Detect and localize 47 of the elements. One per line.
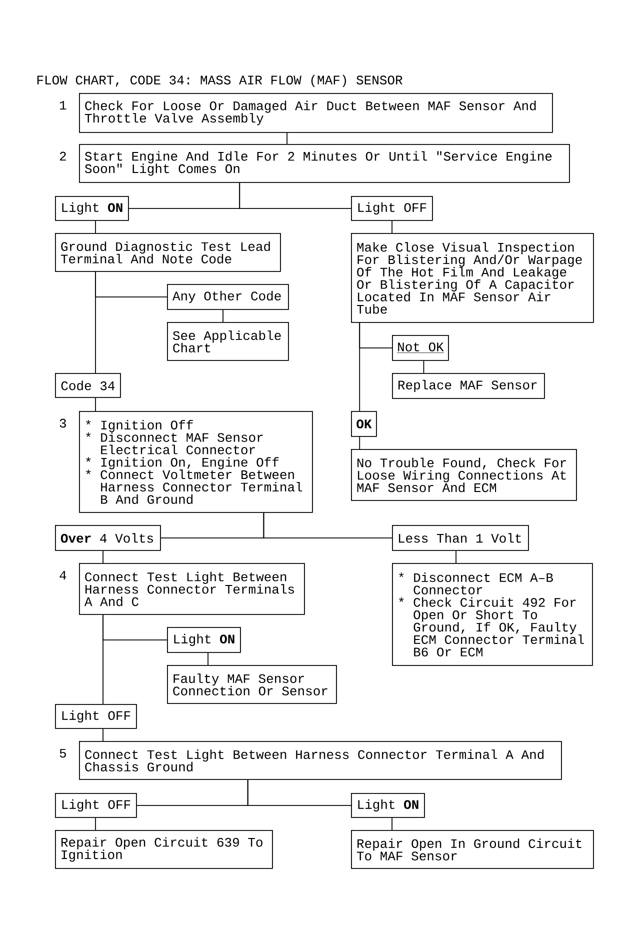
action-box: Faulty MAF Sensor Connection Or Sensor <box>167 665 337 704</box>
step-box: * Ignition Off * Disconnect MAF Sensor Electrical Connector * Ignition On, Engine Off * Connect Voltmeter Between Harness Connector Terminal B And Ground <box>79 411 313 513</box>
action-box: Make Close Visual Inspection For Blistering And/Or Warpage Of The Hot Film And Leakage Or Blistering Of A Capacitor Located In MAF Sensor Air Tube <box>351 233 594 323</box>
condition-box: Light ON <box>55 196 129 221</box>
connector-line <box>263 512 392 538</box>
step-number: 2 <box>60 152 66 160</box>
connector-line <box>95 397 96 412</box>
condition-box: Code 34 <box>55 373 121 398</box>
action-box: Replace MAF Sensor <box>392 373 545 399</box>
condition-box: Any Other Code <box>167 284 289 310</box>
connector-line <box>222 309 224 322</box>
step-box: Connect Test Light Between Harness Connector Terminals A And C <box>79 563 305 615</box>
action-box: See Applicable Chart <box>167 322 289 361</box>
connector-line <box>95 220 96 234</box>
connector-line <box>102 550 104 564</box>
step-number: 5 <box>60 748 66 758</box>
step-box: Start Engine And Idle For 2 Minutes Or Until "Service Engine Soon" Light Comes On <box>79 144 570 183</box>
connector-line <box>286 132 288 144</box>
action-box: Repair Open In Ground Circuit To MAF Sensor <box>351 830 594 869</box>
connector-line <box>102 728 104 742</box>
condition-box: Light OFF <box>55 793 137 818</box>
condition-box: Light OFF <box>55 704 137 729</box>
step-number: 1 <box>60 100 66 110</box>
connector-line <box>247 779 352 806</box>
action-box: Repair Open Circuit 639 To Ignition <box>55 830 273 869</box>
step-box: Check For Loose Or Damaged Air Duct Between MAF Sensor And Throttle Valve Assembly <box>79 93 553 133</box>
step-number: 4 <box>60 570 66 580</box>
step-number: 3 <box>60 418 66 428</box>
connector-line <box>102 614 104 704</box>
step-box: Connect Test Light Between Harness Connector Terminal A And Chassis Ground <box>79 741 562 780</box>
connector-line <box>95 817 96 830</box>
chart-title: FLOW CHART, CODE 34: MASS AIR FLOW (MAF) SENSOR <box>37 74 402 88</box>
condition-box: Not OK <box>392 335 449 361</box>
condition-box: OK <box>351 411 377 437</box>
action-box: * Disconnect ECM A–B Connector * Check Circuit 492 For Open Or Short To Ground, If OK, Faulty ECM Connector Terminal B6 Or ECM <box>392 563 593 666</box>
connector-line <box>423 360 424 374</box>
condition-box: Light OFF <box>351 196 433 221</box>
condition-box: Over 4 Volts <box>55 525 161 551</box>
connector-line <box>359 436 360 450</box>
action-box: No Trouble Found, Check For Loose Wiring Connections At MAF Sensor And ECM <box>351 449 577 501</box>
condition-box: Light ON <box>351 793 425 818</box>
action-box: Ground Diagnostic Test Lead Terminal And Note Code <box>55 233 281 272</box>
connector-line <box>95 271 96 374</box>
connector-line <box>239 182 352 209</box>
connector-line <box>359 322 360 412</box>
condition-box: Light ON <box>167 627 241 653</box>
condition-box: Less Than 1 Volt <box>392 525 529 551</box>
